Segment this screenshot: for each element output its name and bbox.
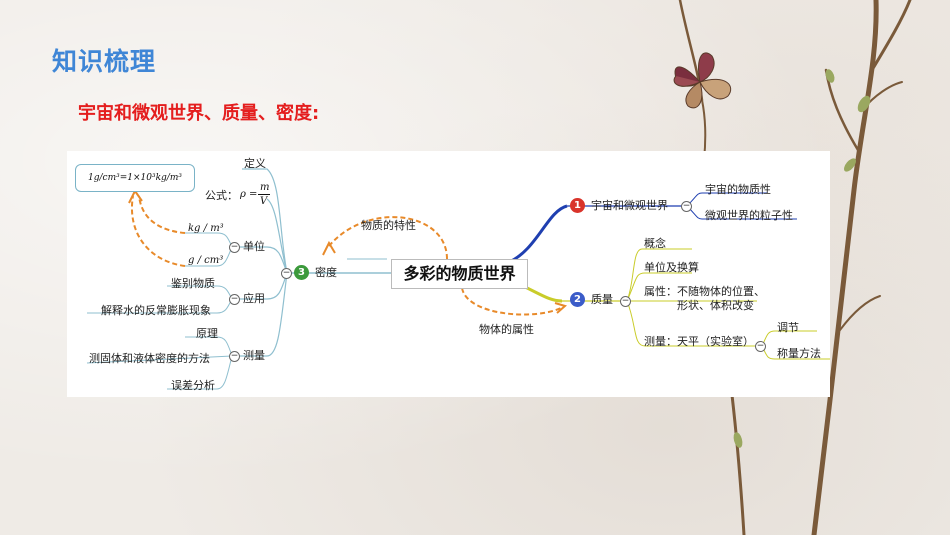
node2-attribute-line1: 属性：不随物体的位置、 (644, 285, 765, 298)
density-formula-numerator: m (260, 182, 270, 193)
node2-measure: 测量：天平（实验室） (644, 335, 754, 348)
node2-measure-child-1: 调节 (777, 321, 799, 334)
density-apply-child-1: 鉴别物质 (171, 277, 215, 290)
slide-subtitle: 宇宙和微观世界、质量、密度: (78, 103, 320, 124)
node3-collapse-icon[interactable]: − (281, 268, 292, 279)
node3-label: 密度 (315, 266, 337, 279)
density-formula-rho: ρ = (240, 189, 258, 200)
link-label-property: 物质的特性 (361, 219, 416, 232)
node1-number-badge: 1 (570, 198, 585, 213)
node2-concept: 概念 (644, 237, 666, 250)
node2-number-badge: 2 (570, 292, 585, 307)
density-apply: 应用 (243, 292, 265, 305)
node1-child-2: 微观世界的粒子性 (705, 209, 793, 222)
density-measure-child-1: 原理 (196, 327, 218, 340)
density-measure-collapse-icon[interactable]: − (229, 351, 240, 362)
density-measure-child-2: 测固体和液体密度的方法 (89, 352, 210, 365)
density-formula-fraction-bar (258, 194, 270, 195)
density-apply-collapse-icon[interactable]: − (229, 294, 240, 305)
node1-collapse-icon[interactable]: − (681, 201, 692, 212)
link-label-attribute: 物体的属性 (479, 323, 534, 336)
density-unit-collapse-icon[interactable]: − (229, 242, 240, 253)
density-measure: 测量 (243, 349, 265, 362)
center-node: 多彩的物质世界 (391, 259, 528, 289)
density-apply-child-2: 解释水的反常膨胀现象 (101, 304, 211, 317)
density-formula-denominator: V (260, 196, 268, 207)
density-formula-prefix: 公式： (205, 189, 238, 202)
node2-label: 质量 (591, 293, 613, 306)
node2-unit: 单位及换算 (644, 261, 699, 274)
node2-collapse-icon[interactable]: − (620, 296, 631, 307)
node1-child-1: 宇宙的物质性 (705, 183, 771, 196)
density-measure-child-3: 误差分析 (171, 379, 215, 392)
slide-title: 知识梳理 (52, 47, 157, 76)
node2-attribute-line2: 形状、体积改变 (677, 299, 754, 312)
node2-measure-collapse-icon[interactable]: − (755, 341, 766, 352)
density-unit-g: g / cm³ (188, 255, 224, 266)
mindmap-connectors (86, 168, 830, 390)
density-unit-kg: kg / m³ (188, 223, 224, 234)
unit-conversion-box: 1g/cm³=1×10³kg/m³ (75, 164, 195, 192)
density-definition: 定义 (244, 157, 266, 170)
node3-number-badge: 3 (294, 265, 309, 280)
mindmap: 多彩的物质世界 1g/cm³=1×10³kg/m³ 物质的特性 物体的属性 1 … (67, 151, 830, 397)
branch-decoration-image (673, 0, 912, 535)
density-unit: 单位 (243, 240, 265, 253)
node1-label: 宇宙和微观世界 (591, 199, 668, 212)
node2-measure-child-2: 称量方法 (777, 347, 821, 360)
